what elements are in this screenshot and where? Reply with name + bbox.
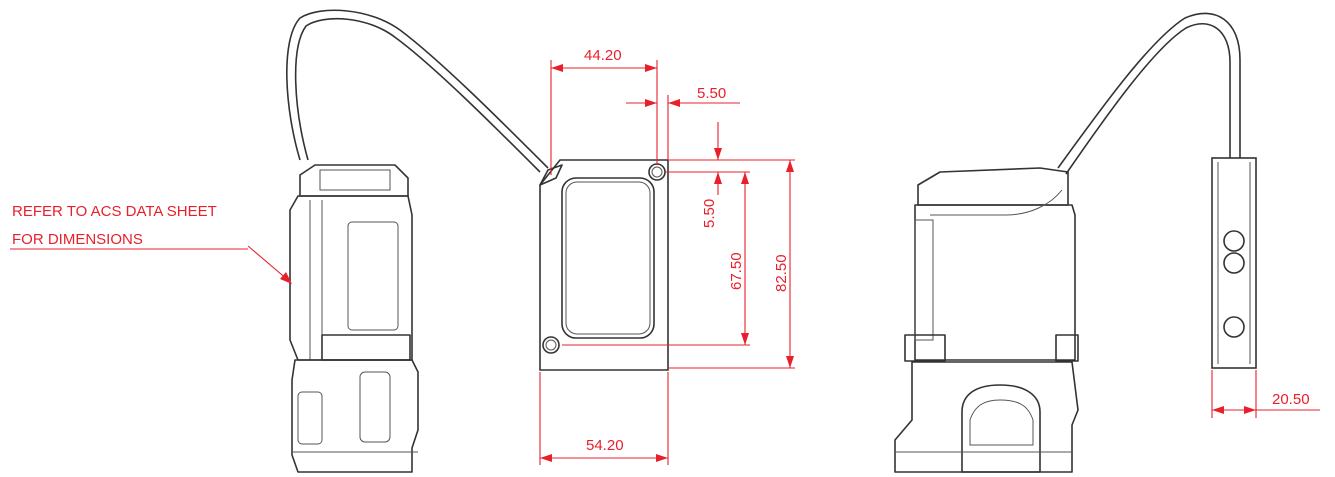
front-view — [539, 159, 669, 371]
right-side-panel — [914, 219, 934, 341]
front-hole-bottom — [542, 336, 560, 354]
left-slot — [359, 371, 391, 443]
dim-label-overall-width: 54.20 — [586, 437, 624, 454]
right-clip-right — [1055, 334, 1079, 362]
left-lower — [291, 359, 419, 473]
right-bumper-inner — [969, 399, 1034, 446]
note-leader-arrowhead — [280, 272, 292, 284]
right-cable — [1057, 12, 1241, 169]
dim-label-sensor-depth: 20.50 — [1272, 391, 1310, 408]
dim-hole-spacing — [562, 172, 750, 346]
dim-label-hole-offset-y: 5.50 — [701, 199, 718, 228]
dim-hole-offset-x — [626, 95, 740, 160]
left-cable-inner — [294, 17, 541, 173]
note-leader — [247, 245, 289, 281]
front-hole-top-inner — [651, 166, 663, 178]
right-cable-inner — [1065, 23, 1231, 175]
front-window — [561, 177, 655, 339]
right-bumper — [961, 384, 1041, 473]
left-side-view — [247, 9, 549, 473]
right-curve — [930, 189, 1063, 216]
front-hole-bottom-inner — [545, 339, 557, 351]
dim-label-overall-height: 82.50 — [773, 254, 790, 292]
sensor-box-outline — [1211, 157, 1257, 369]
left-top-grip — [319, 169, 391, 191]
dim-top-width — [550, 60, 658, 175]
sensor-led-1 — [1223, 230, 1245, 252]
left-clip — [321, 334, 411, 361]
front-cable-gland — [539, 164, 563, 186]
dim-hole-offset-y — [665, 122, 750, 195]
right-clip-left — [904, 334, 946, 362]
left-cable — [286, 9, 549, 169]
right-top — [917, 167, 1069, 206]
right-lower — [894, 361, 1079, 473]
dim-label-top-width: 44.20 — [584, 47, 622, 64]
dim-label-hole-offset-x: 5.50 — [697, 85, 726, 102]
left-latch — [297, 391, 323, 445]
front-window-inner — [565, 181, 651, 335]
sensor-box — [1211, 157, 1257, 369]
sensor-led-2 — [1223, 252, 1245, 274]
front-plate — [539, 159, 669, 371]
right-body — [914, 204, 1076, 361]
dim-sensor-depth — [1211, 370, 1320, 418]
note-line-1: REFER TO ACS DATA SHEET — [12, 203, 217, 220]
note-line-2: FOR DIMENSIONS — [12, 231, 143, 248]
dim-label-hole-spacing: 67.50 — [728, 252, 745, 290]
sensor-led-3 — [1223, 316, 1245, 338]
dim-overall-height — [668, 159, 795, 369]
right-side-view — [894, 12, 1241, 473]
dim-overall-width — [539, 372, 669, 465]
left-window — [347, 221, 399, 331]
